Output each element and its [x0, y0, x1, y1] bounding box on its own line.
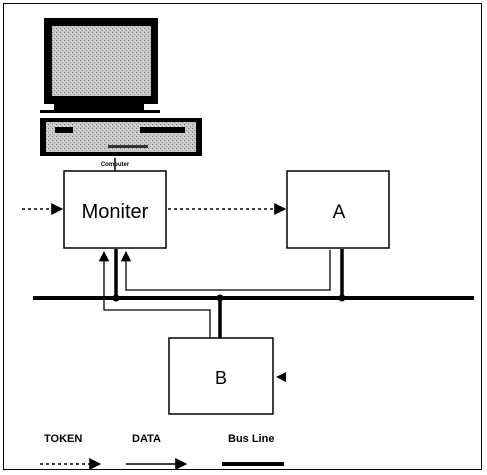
node-b-pointer-icon [276, 372, 286, 382]
bus-junction-b [217, 295, 224, 302]
legend-token-label: TOKEN [44, 433, 82, 445]
bus-junction-monitor [113, 295, 120, 302]
legend-data-label: DATA [132, 433, 161, 445]
legend-bus-label: Bus Line [228, 433, 274, 445]
computer-monitor-icon [40, 18, 160, 113]
node-b-label: B [215, 368, 227, 388]
monitor-label: Moniter [82, 201, 149, 223]
data-b-to-monitor-arrow [104, 252, 210, 338]
computer-base-icon [40, 118, 202, 156]
data-a-to-monitor-arrow [126, 250, 330, 290]
bus-junction-a [339, 295, 346, 302]
node-a-label: A [333, 202, 346, 223]
